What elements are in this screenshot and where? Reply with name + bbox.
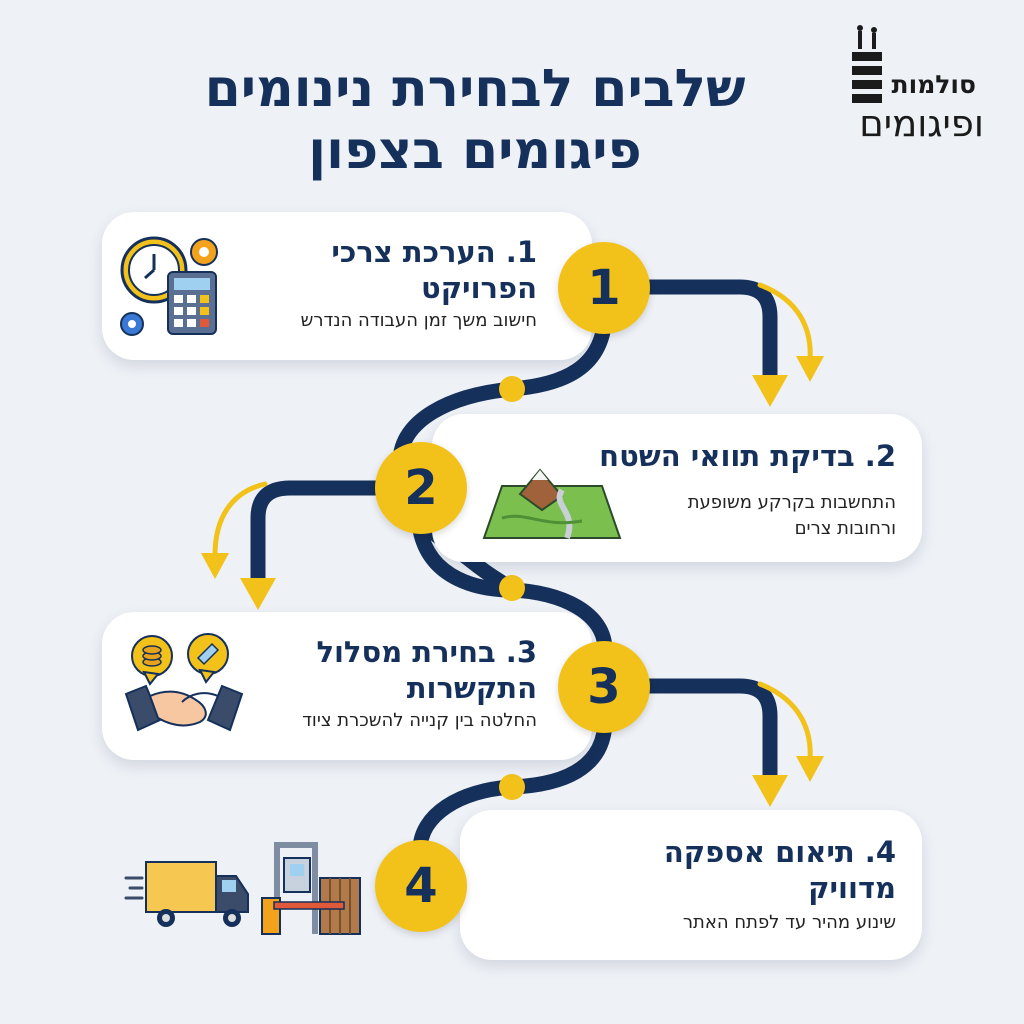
- curved-arrow-1: [757, 282, 813, 363]
- branch-left-2: [250, 480, 388, 586]
- step-card-1: 1. הערכת צרכי הפרויקט חישוב משך זמן העבו…: [102, 212, 592, 360]
- path-dot-3: [499, 774, 525, 800]
- curved-arrowhead-2: [201, 553, 229, 579]
- clock-calculator-gears-icon: [120, 236, 218, 336]
- title-line-1: שלבים לבחירת נינומים: [204, 59, 746, 119]
- logo: סולמות ופיגומים: [848, 22, 998, 145]
- step-card-3: 3. בחירת מסלול התקשרות החלטה בין קנייה ל…: [102, 612, 592, 760]
- page-title: שלבים לבחירת נינומים פיגומים בצפון: [130, 58, 820, 182]
- path-dot-1: [499, 376, 525, 402]
- arrowhead-1: [752, 375, 788, 407]
- branch-right-1: [632, 279, 778, 383]
- curved-arrowhead-3: [796, 756, 824, 782]
- title-line-2: פיגומים בצפון: [308, 121, 642, 181]
- step-2-description: התחשבות בקרקע משופעת ורחובות צרים: [687, 492, 896, 539]
- arrowhead-3: [752, 775, 788, 807]
- step-3-heading: 3. בחירת מסלול התקשרות: [316, 635, 537, 705]
- branch-right-3: [632, 678, 778, 783]
- terrain-map-icon: [482, 468, 622, 540]
- step-card-2: 2. בדיקת תוואי השטח התחשבות בקרקע משופעת…: [432, 414, 922, 562]
- curved-arrowhead-1: [796, 356, 824, 382]
- step-badge-3: 3: [558, 641, 650, 733]
- step-2-heading: 2. בדיקת תוואי השטח: [599, 439, 896, 473]
- logo-text-bottom: ופיגומים: [859, 102, 984, 145]
- step-3-description: החלטה בין קנייה להשכרת ציוד: [302, 710, 537, 731]
- step-badge-2: 2: [375, 442, 467, 534]
- path-dot-2: [499, 575, 525, 601]
- step-1-heading: 1. הערכת צרכי הפרויקט: [331, 235, 537, 305]
- step-badge-1: 1: [558, 242, 650, 334]
- step-4-description: שינוע מהיר עד לפתח האתר: [682, 912, 896, 933]
- step-card-4: 4. תיאום אספקה מדוויק שינוע מהיר עד לפתח…: [460, 810, 922, 960]
- logo-text-top: סולמות: [891, 70, 976, 99]
- curved-arrow-2: [212, 481, 268, 558]
- handshake-coins-icon: [124, 633, 244, 732]
- step-4-heading: 4. תיאום אספקה מדוויק: [663, 835, 896, 905]
- step-1-description: חישוב משך זמן העבודה הנדרש: [300, 310, 537, 331]
- curved-arrow-3: [757, 681, 813, 763]
- ladder-logo-icon: [852, 25, 882, 103]
- step-badge-4: 4: [375, 840, 467, 932]
- delivery-truck-site-gate-icon: [124, 842, 361, 935]
- arrowhead-2: [240, 578, 276, 610]
